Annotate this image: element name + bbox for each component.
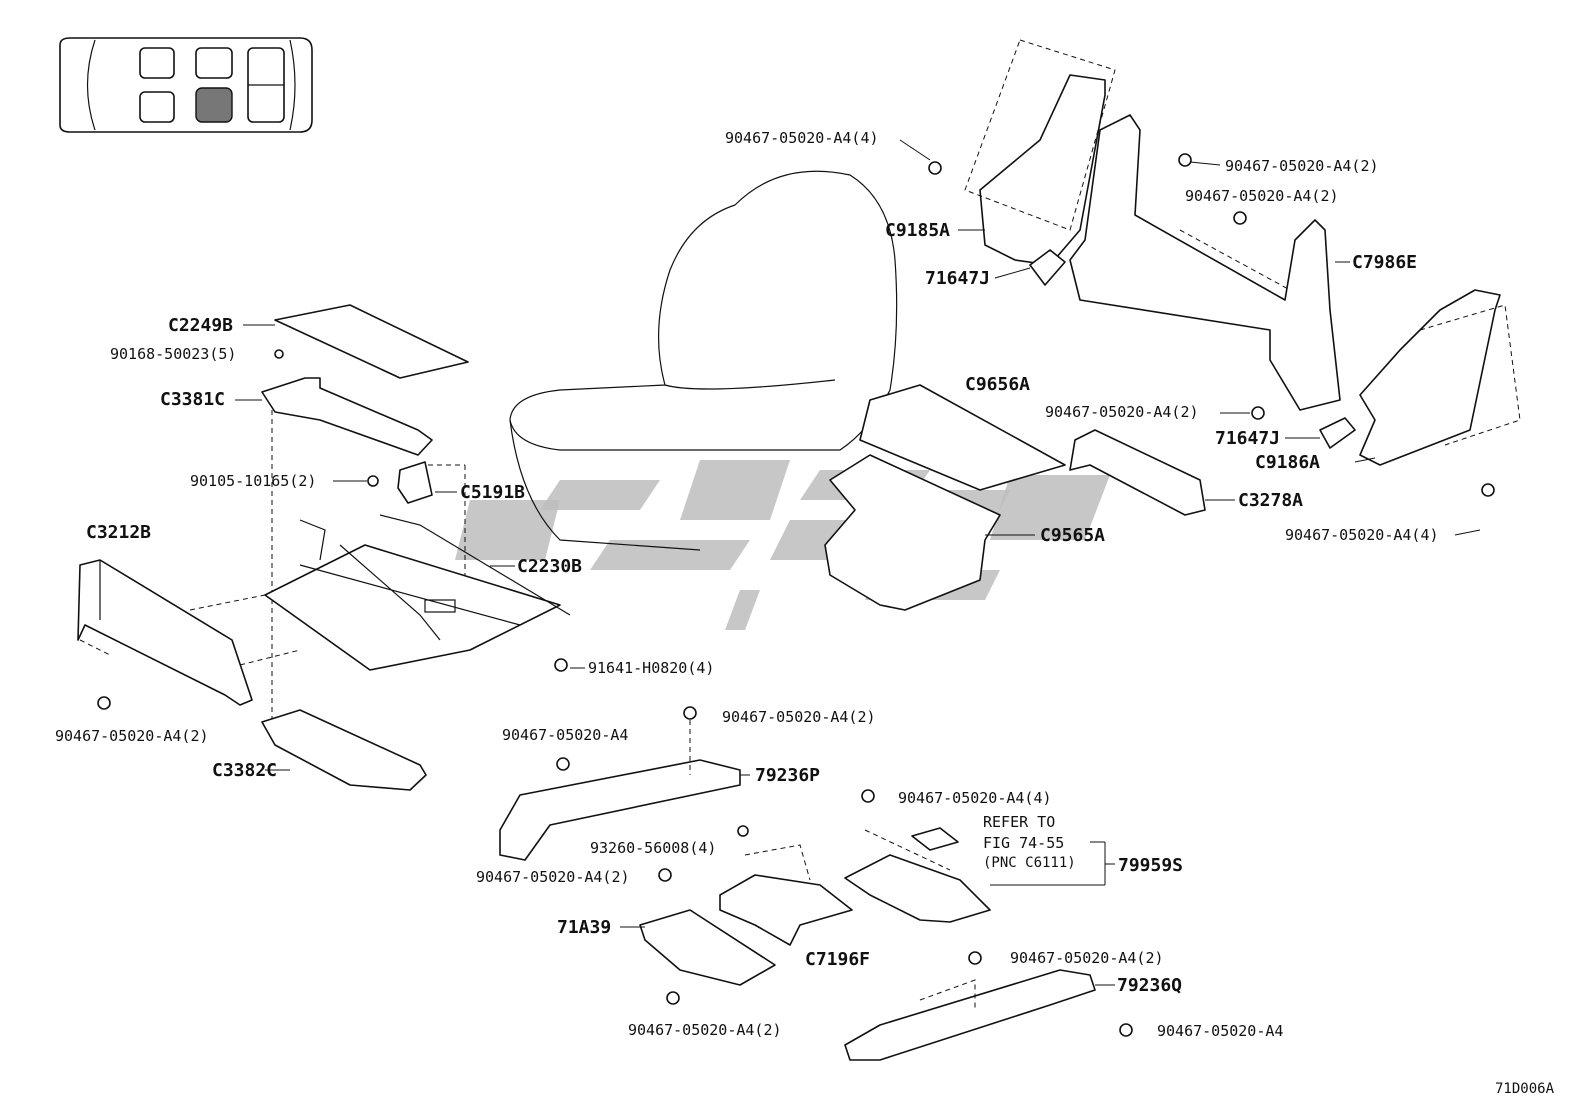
label-91641-h0820: 91641-H0820(4): [588, 659, 714, 677]
part-c9656a-shape: [859, 384, 1066, 491]
label-c7196f: C7196F: [805, 949, 870, 970]
label-bolt-bot-f: 90467-05020-A4: [1157, 1022, 1283, 1040]
part-c3212b-shape: [77, 559, 253, 706]
label-refer-line3: (PNC C6111): [983, 855, 1076, 871]
part-71647j-b-shape: [1319, 417, 1356, 449]
label-refer-line2: FIG 74-55: [983, 834, 1064, 852]
leader-lines: [235, 139, 1481, 986]
label-c3212b: C3212B: [86, 522, 151, 543]
label-bolt-mid-a: 90467-05020-A4(2): [1045, 403, 1199, 421]
label-c3382c: C3382C: [212, 760, 277, 781]
part-c9565a-shape: [824, 454, 1001, 611]
label-90105-10165: 90105-10165(2): [190, 472, 316, 490]
label-71647j-a: 71647J: [925, 268, 990, 289]
part-79236p-shape: [499, 759, 741, 861]
part-c7986e-shape: [1069, 114, 1341, 411]
label-bolt-bot-c: 90467-05020-A4(4): [898, 789, 1052, 807]
label-79959s: 79959S: [1118, 855, 1183, 876]
label-c3381c: C3381C: [160, 389, 225, 410]
part-71a39-shape: [639, 909, 776, 986]
label-bolt-right-a: 90467-05020-A4(4): [1285, 526, 1439, 544]
label-bolt-top-a: 90467-05020-A4(4): [725, 129, 879, 147]
part-c2230b-shape: [264, 514, 571, 671]
part-c2249b-shape: [274, 304, 469, 379]
label-79236p: 79236P: [755, 765, 820, 786]
label-c2249b: C2249B: [168, 315, 233, 336]
label-bolt-bot-e: 90467-05020-A4(2): [628, 1021, 782, 1039]
part-79959s-shape: [844, 854, 991, 923]
part-c3278a-shape: [1069, 429, 1206, 516]
label-bolt-left: 90467-05020-A4(2): [55, 727, 209, 745]
seat-illustration: [509, 170, 898, 551]
label-93260-56008: 93260-56008(4): [590, 839, 716, 857]
label-bolt-top-c: 90467-05020-A4(2): [1185, 187, 1339, 205]
vehicle-location-thumbnail: [59, 37, 313, 133]
label-71a39: 71A39: [557, 917, 611, 938]
label-c9186a: C9186A: [1255, 452, 1320, 473]
label-90168-50023: 90168-50023(5): [110, 345, 236, 363]
label-bolt-top-b: 90467-05020-A4(2): [1225, 157, 1379, 175]
part-c3382c-shape: [261, 709, 427, 791]
part-79236q-shape: [844, 969, 1096, 1061]
part-71647j-a-shape: [1029, 249, 1066, 286]
label-c9565a: C9565A: [1040, 525, 1105, 546]
label-bolt-bot-d: 90467-05020-A4(2): [476, 868, 630, 886]
part-c5191b-shape: [397, 461, 433, 504]
part-c7196f-shape: [719, 874, 853, 946]
label-c3278a: C3278A: [1238, 490, 1303, 511]
bolt-icon: [97, 153, 1495, 1037]
label-bolt-bot-g: 90467-05020-A4(2): [1010, 949, 1164, 967]
label-c9656a: C9656A: [965, 374, 1030, 395]
label-c5191b: C5191B: [460, 482, 525, 503]
label-c7986e: C7986E: [1352, 252, 1417, 273]
label-71647j-b: 71647J: [1215, 428, 1280, 449]
label-79236q: 79236Q: [1117, 975, 1182, 996]
label-bolt-bot-b: 90467-05020-A4: [502, 726, 628, 744]
part-c3381c-shape: [261, 377, 433, 456]
label-c2230b: C2230B: [517, 556, 582, 577]
label-bolt-bot-a: 90467-05020-A4(2): [722, 708, 876, 726]
part-c9186a-shape: [1359, 289, 1501, 466]
figure-code: 71D006A: [1495, 1081, 1555, 1097]
label-c9185a: C9185A: [885, 220, 950, 241]
label-refer-line1: REFER TO: [983, 813, 1055, 831]
